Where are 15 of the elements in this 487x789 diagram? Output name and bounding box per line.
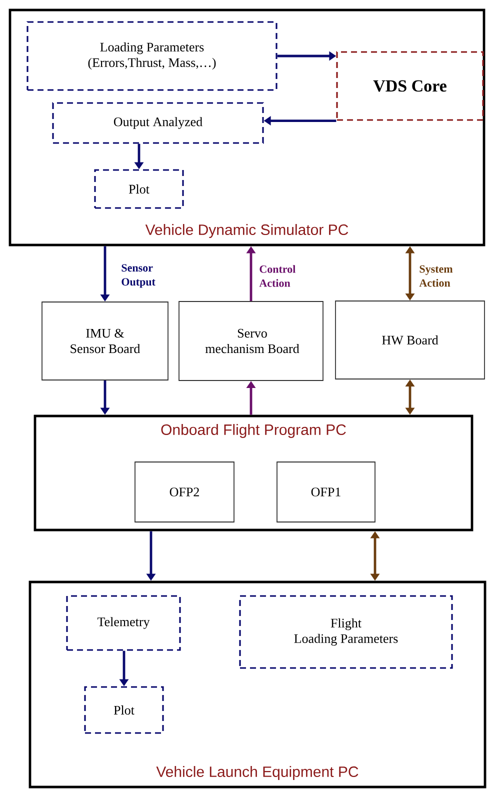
edge-label: Control Action — [259, 265, 296, 287]
board-box: Servo mechanism Board — [178, 301, 324, 381]
process-box: Loading Parameters (Errors,Thrust, Mass,…) — [26, 21, 278, 91]
process-box: Telemetry — [66, 595, 181, 651]
edge-label: Sensor Output — [122, 264, 156, 288]
board-box: IMU & Sensor Board — [42, 302, 168, 380]
process-box: Output Analyzed — [52, 102, 264, 144]
module-box: OFP1 — [276, 462, 376, 522]
plot-box: Plot — [94, 169, 184, 209]
parameters-box: Flight Loading Parameters — [239, 595, 453, 669]
plot-box: Plot — [84, 686, 164, 734]
core-box: VDS Core — [336, 51, 484, 121]
board-box: HW Board — [335, 300, 485, 380]
edge-label: System Action — [419, 265, 453, 287]
module-box: OFP2 — [134, 462, 234, 522]
